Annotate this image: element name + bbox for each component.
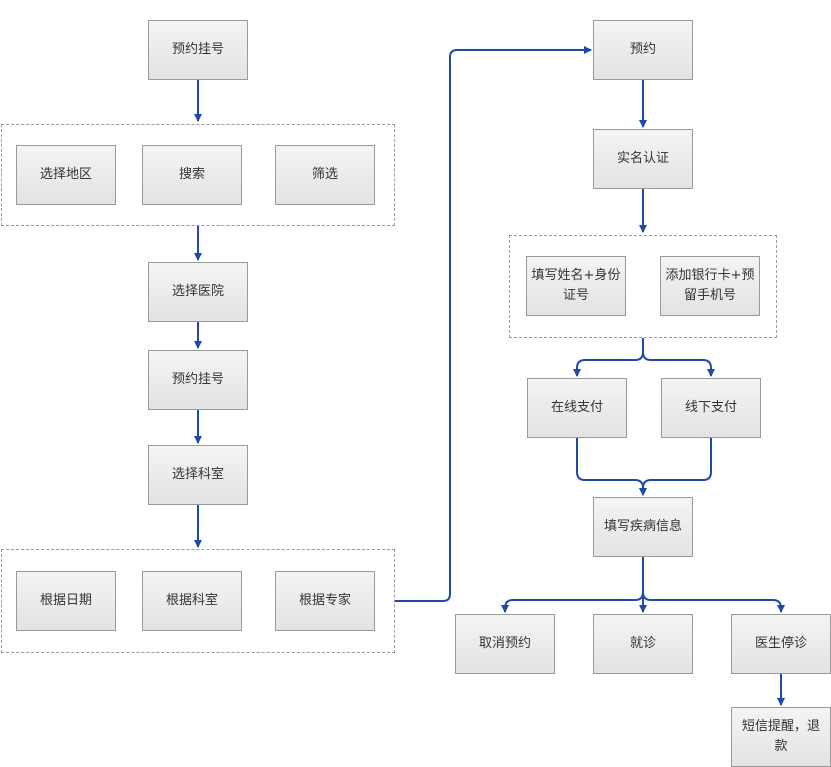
arrow-criteria-to-reserve: [394, 46, 592, 602]
arrow-illness-to-cancel: [501, 557, 644, 613]
select-department-node[interactable]: 选择科室: [148, 445, 248, 505]
book-registration-top-node[interactable]: 预约挂号: [148, 20, 248, 80]
arrow-offline-to-illness: [639, 438, 712, 496]
add-bank-card-node[interactable]: 添加银行卡+预留手机号: [660, 256, 760, 316]
by-date-node[interactable]: 根据日期: [16, 571, 116, 631]
cancel-reservation-node[interactable]: 取消预约: [455, 614, 555, 674]
select-region-node[interactable]: 选择地区: [16, 145, 116, 205]
arrow-identity-to-online: [573, 338, 644, 377]
book-registration-node[interactable]: 预约挂号: [148, 350, 248, 410]
pay-online-node[interactable]: 在线支付: [527, 378, 627, 438]
fill-name-id-node[interactable]: 填写姓名+身份证号: [526, 256, 626, 316]
visit-doctor-node[interactable]: 就诊: [593, 614, 693, 674]
select-hospital-node[interactable]: 选择医院: [148, 262, 248, 322]
arrow-identity-to-offline: [642, 338, 715, 377]
pay-offline-node[interactable]: 线下支付: [661, 378, 761, 438]
real-name-auth-node[interactable]: 实名认证: [593, 129, 693, 189]
search-filter-group: [1, 124, 395, 226]
arrow-online-to-illness: [576, 438, 647, 496]
arrow-illness-to-suspended: [642, 557, 785, 613]
sms-refund-node[interactable]: 短信提醒，退款: [731, 707, 831, 767]
search-node[interactable]: 搜索: [142, 145, 242, 205]
filter-node[interactable]: 筛选: [275, 145, 375, 205]
by-expert-node[interactable]: 根据专家: [275, 571, 375, 631]
doctor-suspended-node[interactable]: 医生停诊: [731, 614, 831, 674]
identity-group: [509, 235, 777, 338]
reserve-node[interactable]: 预约: [593, 20, 693, 80]
criteria-group: [1, 549, 395, 653]
by-department-node[interactable]: 根据科室: [142, 571, 242, 631]
fill-illness-info-node[interactable]: 填写疾病信息: [593, 497, 693, 557]
